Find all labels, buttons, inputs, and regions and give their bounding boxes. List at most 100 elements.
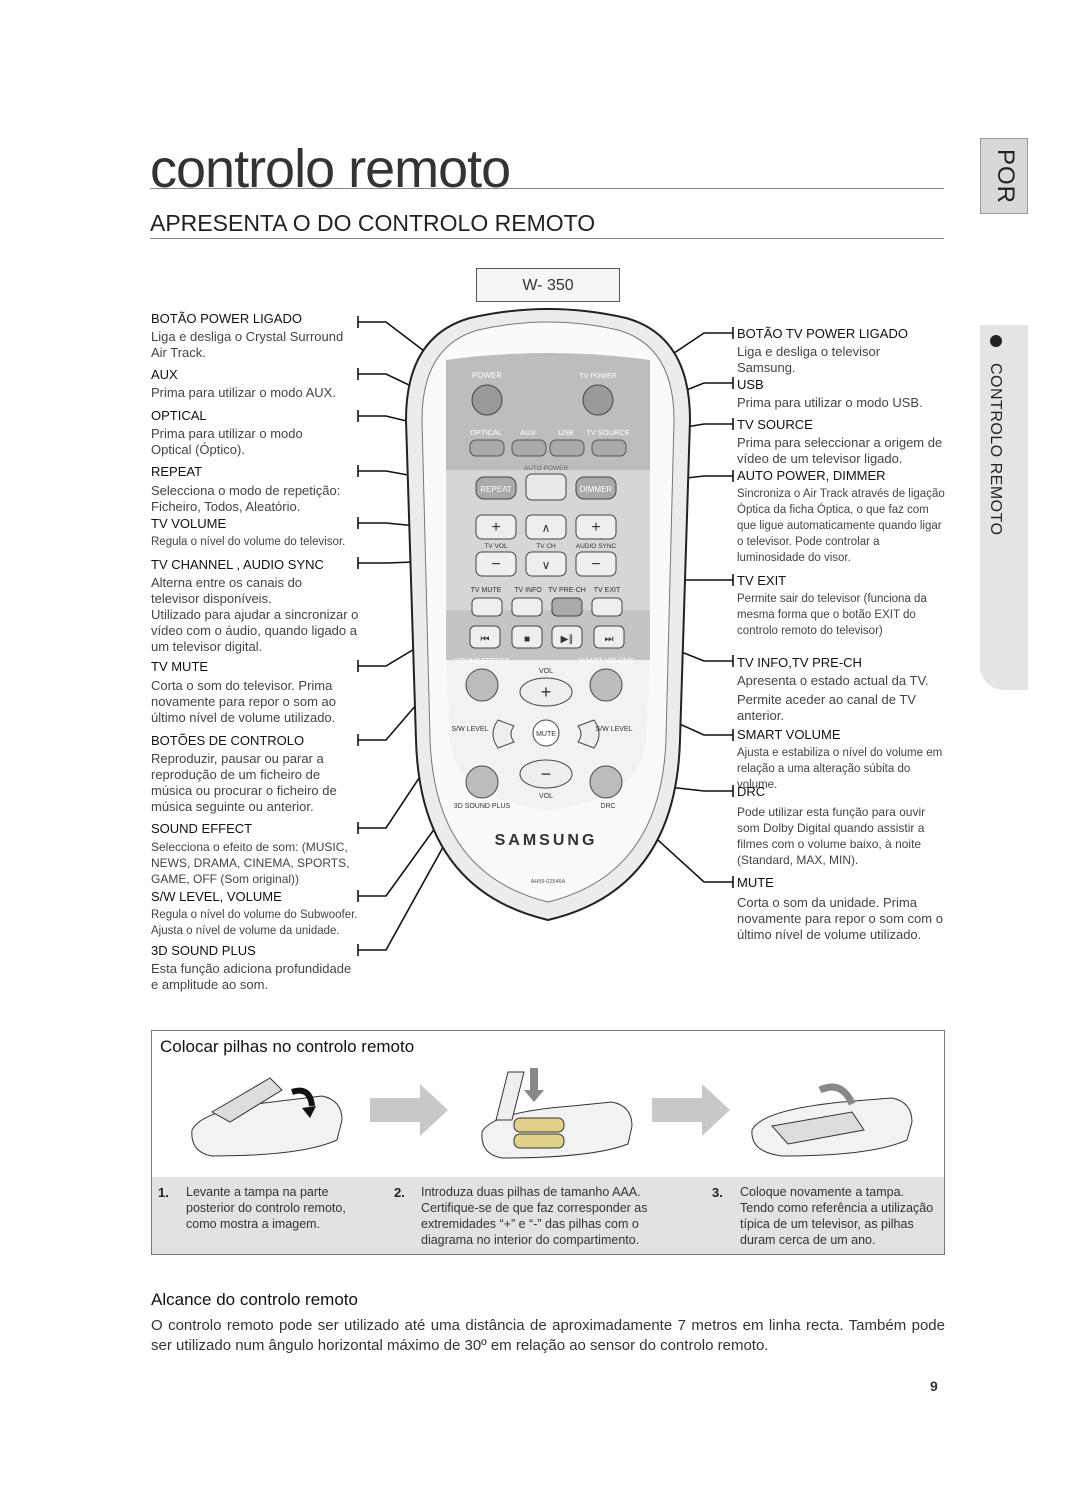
label-tv-exit-heading: TV EXIT [737, 573, 787, 588]
audio-sync-key-label: AUDIO SYNC [576, 543, 617, 550]
label-aux-desc: Prima para utilizar o modo AUX. [151, 385, 336, 400]
label-optical-heading: OPTICAL [151, 408, 207, 423]
label-tv-source-heading: TV SOURCE [737, 417, 813, 432]
language-tab-label: POR [992, 149, 1019, 205]
label-tv-info-desc: Apresenta o estado actual da TV. [737, 673, 929, 688]
section-divider [150, 238, 944, 239]
battery-steps-strip [152, 1177, 944, 1254]
label-controls-heading: BOTÕES DE CONTROLO [151, 733, 305, 748]
label-tv-mute-heading: TV MUTE [151, 659, 209, 674]
tv-exit-key-label: TV EXIT [594, 587, 621, 594]
sw-level-right-label: S/W LEVEL [596, 726, 633, 733]
smart-volume-key-label: SMART VOLUME [578, 658, 634, 665]
label-sw-level-heading: S/W LEVEL, VOLUME [151, 889, 282, 904]
label-drc-heading: DRC [737, 784, 766, 799]
label-sound-effect-heading: SOUND EFFECT [151, 821, 253, 836]
label-tv-prech-desc: Permite aceder ao canal de TV anterior. [737, 692, 916, 723]
step3-illustration [751, 1083, 913, 1157]
samsung-logo: SAMSUNG [495, 832, 598, 849]
battery-section-title: Colocar pilhas no controlo remoto [160, 1037, 415, 1056]
chapter-tab-label: CONTROLO REMOTO [987, 363, 1004, 536]
title-divider [150, 188, 944, 189]
sound-effect-key-label: SOUND EFFECT [455, 658, 510, 665]
label-drc-desc: Pode utilizar esta função para ouvir som… [737, 805, 926, 867]
battery-section [151, 1030, 945, 1255]
part-number: AH59-02546A [531, 879, 566, 885]
sw-level-left-label: S/W LEVEL [452, 726, 489, 733]
step2-text: Introduza duas pilhas de tamanho AAA. Ce… [421, 1185, 648, 1247]
label-tv-info-heading: TV INFO,TV PRE-CH [737, 655, 862, 670]
svg-text:∧: ∧ [542, 521, 551, 535]
label-mute-desc: Corta o som da unidade. Prima novamente … [737, 895, 943, 942]
tv-info-key-label: TV INFO [514, 587, 542, 594]
label-tv-source-desc: Prima para seleccionar a origem de vídeo… [737, 435, 943, 466]
label-repeat-desc: Selecciona o modo de repetição: Ficheiro… [151, 483, 341, 514]
svg-text:⏮: ⏮ [481, 634, 490, 645]
label-audio-sync-desc: Utilizado para ajudar a sincronizar o ví… [151, 607, 359, 654]
tv-prech-key-label: TV PRE-CH [548, 587, 586, 594]
remote-diagram: POWER TV POWER OPTICAL AUX USB TV SOURCE… [357, 308, 734, 956]
step2-illustration [481, 1068, 633, 1159]
range-section-text: O controlo remoto pode ser utilizado até… [151, 1317, 945, 1354]
label-tv-channel-desc: Alterna entre os canais do televisor dis… [151, 575, 303, 606]
label-auto-power-desc: Sincroniza o Air Track através de ligaçã… [737, 488, 945, 564]
tv-power-key-label: TV POWER [579, 373, 616, 380]
label-smart-volume-heading: SMART VOLUME [737, 727, 841, 742]
label-sw-level-desc: Regula o nível do volume do Subwoofer. A… [151, 909, 358, 937]
step1-illustration [191, 1077, 343, 1157]
label-usb-heading: USB [737, 377, 764, 392]
section-heading: APRESENTA O DO CONTROLO REMOTO [150, 210, 596, 236]
label-optical-desc: Prima para utilizar o modo Optical (Ópti… [151, 426, 303, 457]
label-auto-power-heading: AUTO POWER, DIMMER [737, 468, 886, 483]
label-controls-desc: Reproduzir, pausar ou parar a reprodução… [151, 751, 337, 814]
svg-text:⏭: ⏭ [605, 634, 614, 645]
label-sound-effect-desc: Selecciona o efeito de som: (MUSIC, NEWS… [151, 840, 350, 886]
svg-text:−: − [491, 556, 500, 573]
arrow-icon [370, 1084, 448, 1136]
svg-text:+: + [591, 519, 600, 536]
usb-key-label: USB [558, 428, 573, 437]
label-3d-sound-heading: 3D SOUND PLUS [151, 943, 256, 958]
label-power-desc: Liga e desliga o Crystal Surround Air Tr… [151, 329, 344, 360]
label-tv-power-heading: BOTÃO TV POWER LIGADO [737, 326, 908, 341]
step1-text: Levante a tampa na parte posterior do co… [186, 1185, 346, 1231]
tv-mute-key-label: TV MUTE [471, 587, 502, 594]
page-number: 9 [930, 1378, 938, 1394]
mute-key-label: MUTE [536, 731, 556, 738]
label-tv-mute-desc: Corta o som do televisor. Prima novament… [151, 678, 336, 725]
auto-power-key-label: AUTO POWER [524, 465, 569, 472]
svg-text:+: + [491, 519, 500, 536]
label-tv-power-desc: Liga e desliga o televisor Samsung. [737, 344, 881, 375]
optical-key-label: OPTICAL [470, 428, 502, 437]
tv-source-key-label: TV SOURCE [586, 428, 630, 437]
svg-text:■: ■ [524, 634, 530, 645]
bullet-icon [990, 335, 1002, 347]
svg-text:−: − [541, 764, 552, 784]
vol-key-label: VOL [539, 668, 553, 675]
svg-text:∨: ∨ [542, 558, 551, 572]
step3-number: 3. [712, 1185, 723, 1200]
3d-sound-key-label: 3D SOUND PLUS [454, 803, 511, 810]
tv-ch-key-label: TV CH [536, 543, 556, 550]
label-repeat-heading: REPEAT [151, 464, 203, 479]
label-3d-sound-desc: Esta função adiciona profundidade e ampl… [151, 961, 352, 992]
svg-text:▶∥: ▶∥ [561, 634, 574, 645]
language-tab: POR [980, 138, 1028, 214]
label-power-heading: BOTÃO POWER LIGADO [151, 311, 302, 326]
label-tv-exit-desc: Permite sair do televisor (funciona da m… [737, 593, 927, 637]
label-mute-heading: MUTE [737, 875, 774, 890]
range-section-title: Alcance do controlo remoto [151, 1290, 358, 1309]
step2-number: 2. [394, 1185, 405, 1200]
chapter-tab: CONTROLO REMOTO [980, 325, 1028, 690]
label-tv-channel-heading: TV CHANNEL , AUDIO SYNC [151, 557, 324, 572]
model-label: W- 350 [476, 268, 620, 302]
dimmer-key-label: DIMMER [580, 485, 613, 494]
step1-number: 1. [158, 1185, 169, 1200]
label-tv-volume-desc: Regula o nível do volume do televisor. [151, 536, 346, 548]
step3-text: Coloque novamente a tampa. Tendo como re… [740, 1185, 934, 1247]
arrow-icon-2 [652, 1084, 730, 1136]
repeat-key-label: REPEAT [480, 485, 512, 494]
tv-vol-key-label: TV VOL [484, 543, 508, 550]
svg-text:−: − [591, 556, 600, 573]
battery-illustrations [191, 1068, 913, 1159]
